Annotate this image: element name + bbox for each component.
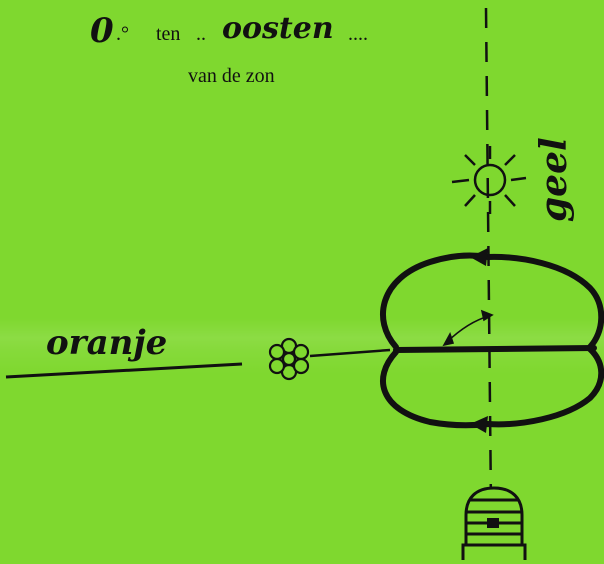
direction-handwritten: oosten: [222, 11, 334, 46]
sun-icon: [452, 146, 526, 214]
lower-loop: [383, 349, 601, 425]
header-line: 0 .° ten .. oosten ....: [90, 11, 368, 51]
waggle-run: [396, 348, 594, 350]
degree-value: 0: [90, 11, 114, 51]
label-geel: geel: [533, 137, 575, 222]
flower-icon: [270, 339, 308, 379]
degree-sign: .°: [116, 23, 129, 45]
subtitle: van de zon: [188, 65, 275, 87]
upper-arrow: [470, 248, 488, 266]
oranje-line: [6, 364, 242, 377]
upper-loop: [383, 255, 601, 347]
lower-arrow: [470, 416, 488, 433]
ten-label: ten: [156, 23, 180, 45]
angle-indicator: [444, 311, 492, 345]
dots-after: ....: [348, 23, 368, 45]
beehive-icon: [463, 488, 525, 560]
waggle-dance-figure: [383, 255, 601, 425]
flower-to-dance-line: [310, 350, 390, 356]
label-oranje: oranje: [46, 323, 167, 363]
dots-before: ..: [196, 23, 206, 45]
